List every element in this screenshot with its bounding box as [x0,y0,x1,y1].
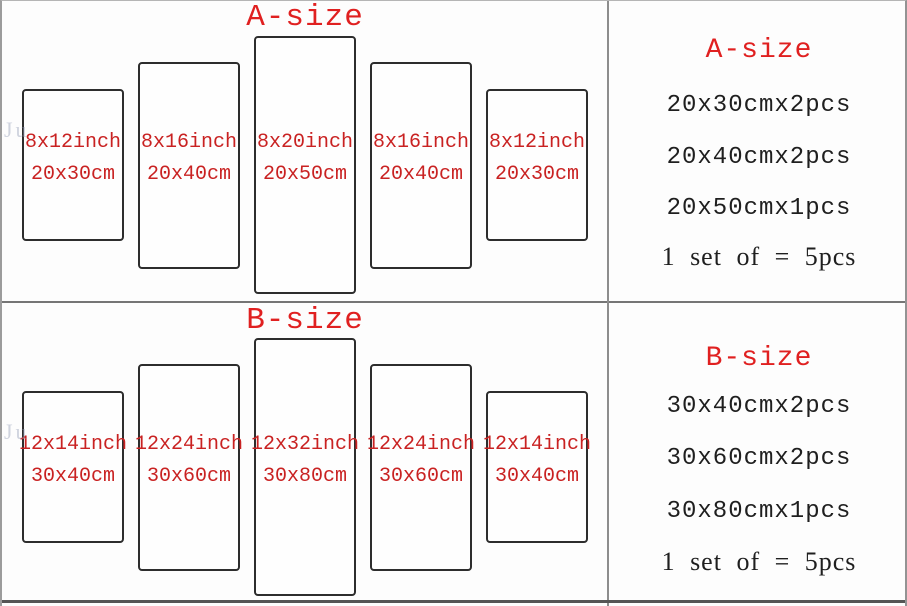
panel-cm-label: 30x60cm [146,465,231,488]
panel-cm-label: 20x50cm [262,163,347,186]
b-panel-1: 12x14inch 30x40cm [19,391,127,543]
panel-inch-label: 8x16inch [372,131,469,154]
a-size-title: A-size [246,0,364,35]
panel-inch-label: 8x12inch [24,131,121,154]
b-panel-2-label: 12x24inch 30x60cm [135,429,243,493]
panel-cm-label: 30x40cm [494,465,579,488]
panel-cm-label: 20x30cm [30,163,115,186]
b-size-summary: B-size 30x40cmx2pcs 30x60cmx2pcs 30x80cm… [609,304,905,606]
b-panel-2: 12x24inch 30x60cm [135,363,243,571]
b-summary-row: 30x80cmx1pcs [666,498,852,525]
b-panel-5: 12x14inch 30x40cm [483,391,591,543]
vertical-divider [607,1,609,606]
b-panel-3: 12x32inch 30x80cm [251,338,359,596]
b-panel-3-label: 12x32inch 30x80cm [251,429,359,493]
b-size-panel-row: 12x14inch 30x40cm 12x24inch 30x60cm 12x3… [19,338,591,596]
a-summary-set-line: 1 set of = 5pcs [661,242,857,271]
b-panel-4: 12x24inch 30x60cm [367,363,475,571]
panel-inch-label: 8x20inch [256,131,353,154]
b-summary-set-line: 1 set of = 5pcs [661,547,857,576]
b-summary-title: B-size [705,343,813,374]
b-panel-1-label: 12x14inch 30x40cm [19,429,127,493]
b-panel-5-label: 12x14inch 30x40cm [483,429,591,493]
a-panel-5: 8x12inch 20x30cm [486,89,588,241]
a-panel-4: 8x16inch 20x40cm [370,61,472,269]
panel-cm-label: 30x60cm [378,465,463,488]
horizontal-divider [2,301,905,303]
panel-cm-label: 30x40cm [30,465,115,488]
a-panel-5-label: 8x12inch 20x30cm [489,127,585,191]
a-panel-2-label: 8x16inch 20x40cm [141,127,237,191]
panel-cm-label: 30x80cm [262,465,347,488]
a-size-summary: A-size 20x30cmx2pcs 20x40cmx2pcs 20x50cm… [609,1,905,304]
a-summary-row: 20x50cmx1pcs [666,195,852,222]
b-summary-row: 30x40cmx2pcs [666,393,852,420]
panel-inch-label: 12x14inch [482,433,592,456]
a-panel-4-label: 8x16inch 20x40cm [373,127,469,191]
panel-inch-label: 12x32inch [250,433,360,456]
a-summary-row: 20x30cmx2pcs [666,92,852,119]
panel-cm-label: 20x40cm [146,163,231,186]
panel-cm-label: 20x40cm [378,163,463,186]
panel-inch-label: 12x14inch [18,433,128,456]
a-panel-2: 8x16inch 20x40cm [138,61,240,269]
b-summary-row: 30x60cmx2pcs [666,445,852,472]
panel-cm-label: 20x30cm [494,163,579,186]
panel-inch-label: 12x24inch [134,433,244,456]
b-size-title: B-size [246,303,364,338]
a-panel-3: 8x20inch 20x50cm [254,36,356,294]
panel-inch-label: 8x16inch [140,131,237,154]
panel-inch-label: 8x12inch [488,131,585,154]
a-panel-1: 8x12inch 20x30cm [22,89,124,241]
a-size-panel-row: 8x12inch 20x30cm 8x16inch 20x40cm 8x20in… [22,36,588,294]
bottom-border [2,600,905,603]
watermark-fragment: Ju [4,419,30,444]
a-panel-3-label: 8x20inch 20x50cm [257,127,353,191]
a-summary-row: 20x40cmx2pcs [666,144,852,171]
a-summary-title: A-size [705,35,813,66]
watermark-fragment: Ju [4,117,30,142]
a-panel-1-label: 8x12inch 20x30cm [25,127,121,191]
panel-inch-label: 12x24inch [366,433,476,456]
b-panel-4-label: 12x24inch 30x60cm [367,429,475,493]
